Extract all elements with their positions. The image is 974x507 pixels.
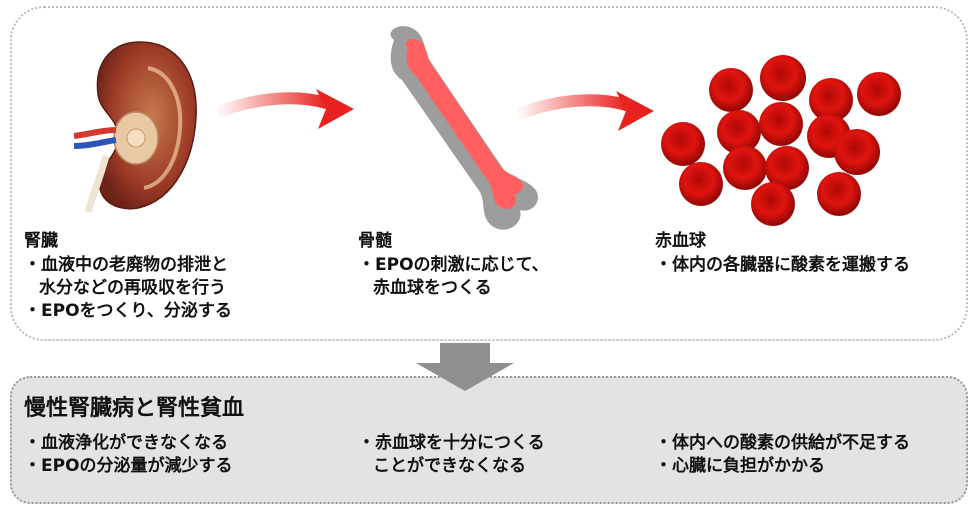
rbc-description: ・体内の各臓器に酸素を運搬する [655,254,910,277]
bottom-title: 慢性腎臓病と腎性貧血 [24,396,245,421]
bone-marrow-illustration [390,26,539,230]
rbc-line-1: ・体内の各臓器に酸素を運搬する [655,255,910,275]
bottom-col2-line-1: ・赤血球を十分につくる [358,433,545,453]
marrow-description: ・EPOの刺激に応じて、 赤血球をつくる [358,254,549,300]
marrow-title: 骨髄 [358,231,392,251]
kidney-line-3: ・EPOをつくり、分泌する [24,301,232,321]
bottom-column-3: ・体内への酸素の供給が不足する ・心臓に負担がかかる [655,432,910,478]
bottom-col1-line-1: ・血液浄化ができなくなる [24,433,228,453]
kidney-line-2: 水分などの再吸収を行う [39,278,226,298]
red-blood-cells-illustration [661,55,901,226]
kidney-illustration [73,41,197,213]
down-arrow [416,343,514,391]
arrow-marrow-to-rbc [518,91,654,131]
kidney-line-1: ・血液中の老廃物の排泄と [24,255,228,275]
rbc-title: 赤血球 [655,231,706,251]
marrow-line-2: 赤血球をつくる [373,278,492,298]
bottom-col1-line-2: ・EPOの分泌量が減少する [24,456,233,476]
bottom-col3-line-1: ・体内への酸素の供給が不足する [655,433,910,453]
bottom-col3-line-2: ・心臓に負担がかかる [655,456,825,476]
kidney-description: ・血液中の老廃物の排泄と 水分などの再吸収を行う ・EPOをつくり、分泌する [24,254,232,323]
marrow-line-1: ・EPOの刺激に応じて、 [358,255,549,275]
bottom-column-1: ・血液浄化ができなくなる ・EPOの分泌量が減少する [24,432,233,478]
arrow-kidney-to-marrow [218,89,354,129]
bottom-panel [10,376,968,504]
bottom-col2-line-2: ことができなくなる [373,456,526,476]
kidney-title: 腎臓 [24,231,58,251]
bottom-column-2: ・赤血球を十分につくる ことができなくなる [358,432,545,478]
